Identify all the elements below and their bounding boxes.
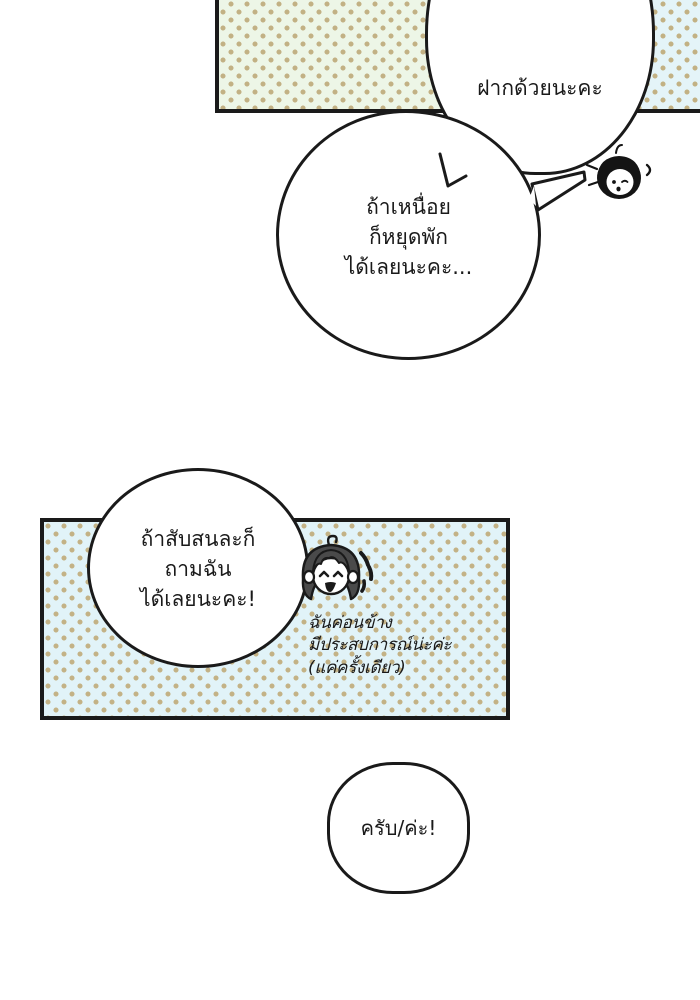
- emphasis-stroke-icon: [587, 180, 600, 187]
- mouth-open: [325, 582, 336, 592]
- mouth: [616, 186, 621, 192]
- polka-dot-pattern: [219, 0, 451, 109]
- speech-bubble-four-text: ครับ/ค่ะ!: [360, 815, 437, 840]
- hair-strand-icon: [326, 534, 338, 547]
- eye-left: [612, 180, 616, 184]
- character-shouting-girl: [301, 534, 374, 601]
- character-bob-haired-girl: [585, 144, 652, 199]
- speech-bubble-three-text: ถ้าสับสนละก็ ถามฉัน ได้เลยนะคะ!: [140, 527, 256, 611]
- bangs: [312, 549, 350, 572]
- emphasis-stroke-icon: [359, 551, 370, 567]
- eye-left-closed: [318, 570, 330, 578]
- ear-left: [302, 569, 316, 585]
- face: [606, 169, 634, 195]
- emphasis-stroke-icon: [585, 163, 599, 171]
- speech-bubble-two-text: ถ้าเหนื่อย ก็หยุดพัก ได้เลยนะคะ...: [344, 195, 473, 279]
- emphasis-stroke-icon: [645, 163, 652, 177]
- emphasis-stroke-icon: [360, 579, 367, 593]
- speech-bubble-three: ถ้าสับสนละก็ ถามฉัน ได้เลยนะคะ!: [87, 468, 309, 668]
- bangs: [597, 156, 641, 177]
- speech-bubble-two: ถ้าเหนื่อย ก็หยุดพัก ได้เลยนะคะ...: [276, 110, 541, 360]
- eye-right-closed: [332, 570, 344, 578]
- ear-right: [346, 569, 360, 585]
- emphasis-stroke-icon: [367, 565, 374, 581]
- handwritten-caption: ฉันค่อนข้าง มีประสบการณ์น่ะค่ะ (แค่ครั้ง…: [308, 613, 452, 678]
- speech-bubble-one-text: ฝากด้วยนะคะ: [477, 75, 603, 100]
- panel-top-left: [215, 0, 455, 113]
- speech-bubble-four: ครับ/ค่ะ!: [327, 762, 470, 894]
- bubble-two-tail: [530, 170, 587, 212]
- eye-right-wink: [621, 179, 629, 183]
- hair-strand-icon: [615, 144, 623, 154]
